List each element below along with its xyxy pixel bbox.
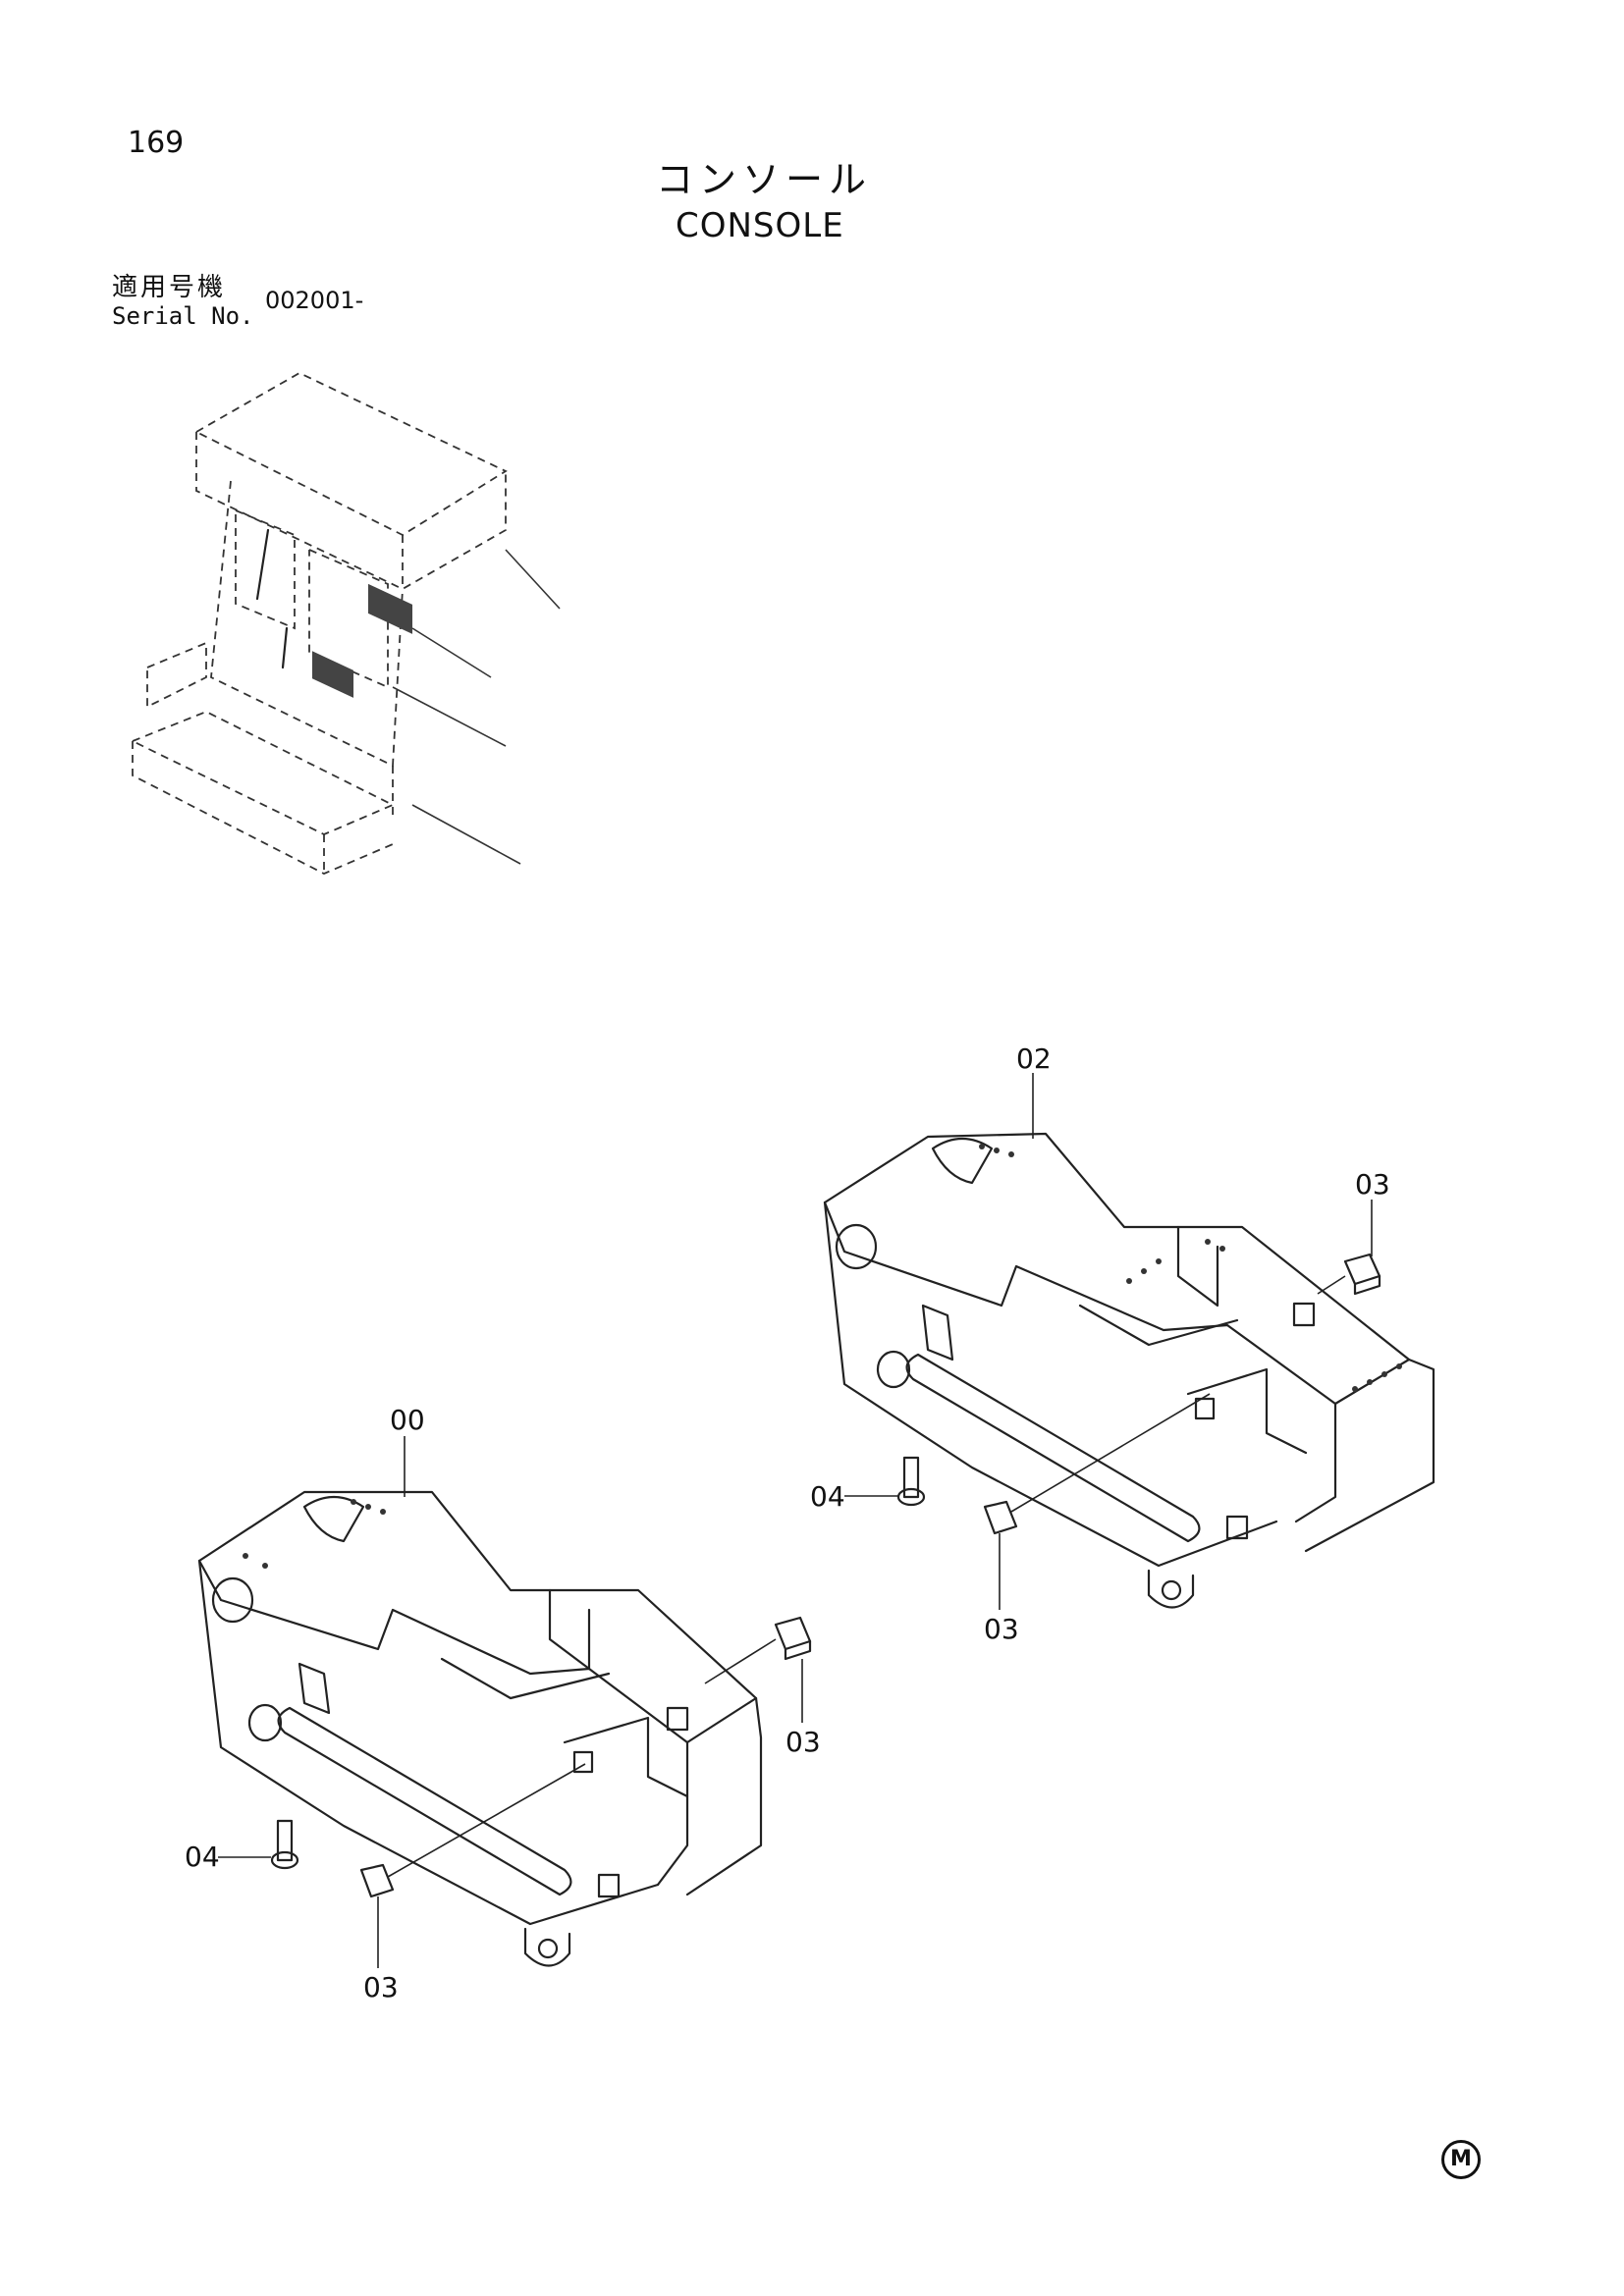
- serial-number-range: 002001-: [265, 287, 364, 314]
- bolt-left: [218, 1819, 299, 1870]
- console-assembly-left: [197, 1490, 763, 1967]
- callout-00: 00: [390, 1404, 425, 1436]
- cab-overview-illustration: [132, 371, 561, 875]
- console-assembly-right: [823, 1132, 1435, 1609]
- page-title-japanese: コンソール: [656, 158, 873, 201]
- callout-00-02: 02: [1016, 1042, 1052, 1075]
- callout-leaders: [377, 1073, 1373, 1968]
- serial-label-japanese: 適用号機: [112, 273, 227, 302]
- page-title: CONSOLE: [676, 206, 844, 245]
- callout-03-left-top: 03: [785, 1726, 821, 1758]
- callout-03-right-bottom: 03: [984, 1613, 1019, 1645]
- callout-04-left: 04: [185, 1841, 220, 1873]
- clip-left-bottom: [359, 1763, 586, 1898]
- clip-left-top: [704, 1616, 812, 1684]
- callout-04-right: 04: [810, 1480, 845, 1513]
- callout-03-left-bottom: 03: [363, 1971, 399, 2003]
- clip-right-bottom: [983, 1393, 1211, 1535]
- serial-label: Serial No.: [112, 302, 254, 330]
- manufacturer-mark-icon: M: [1441, 2140, 1481, 2179]
- callout-03-right-top: 03: [1355, 1168, 1390, 1201]
- bolt-right: [844, 1456, 926, 1507]
- page-number: 169: [128, 126, 185, 160]
- clip-right-top: [1317, 1253, 1381, 1296]
